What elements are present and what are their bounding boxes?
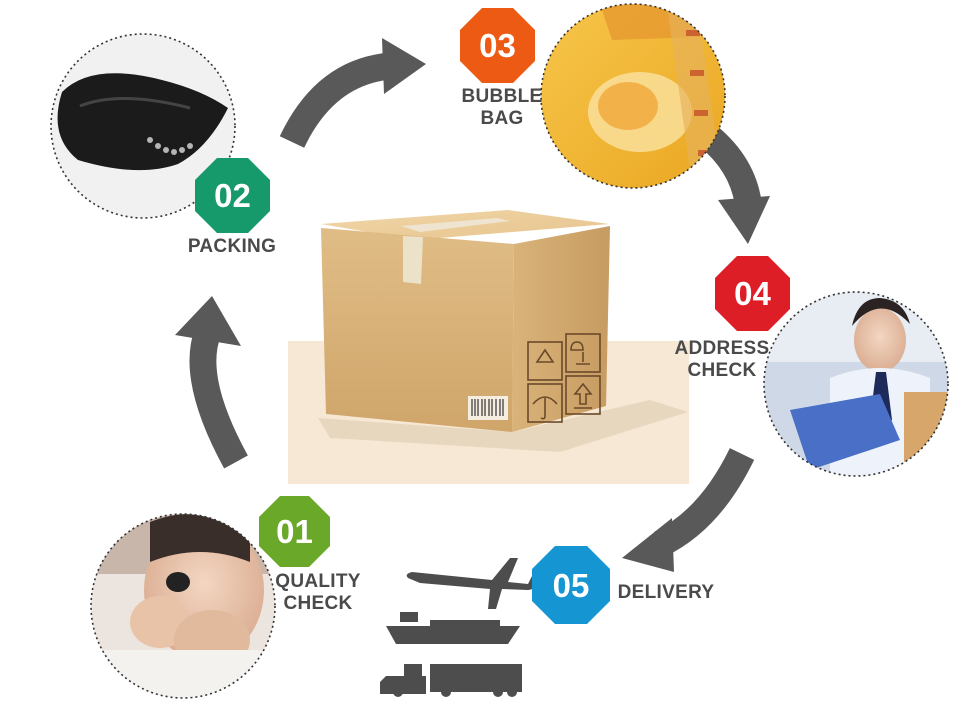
- center-box-illustration: [288, 210, 689, 484]
- step-label-02: PACKING: [187, 236, 277, 257]
- arrow-01-to-02: [175, 296, 248, 469]
- photo-address-check: [763, 291, 949, 477]
- barcode-label: [468, 396, 508, 420]
- flow-arrows: [175, 38, 770, 572]
- step-label-05: DELIVERY: [617, 582, 715, 603]
- airplane-icon: [406, 558, 538, 609]
- step-badge-04: 04: [715, 256, 790, 331]
- step-number-05: 05: [553, 567, 590, 604]
- step-number-01: 01: [276, 513, 313, 550]
- arrow-03-to-04: [699, 125, 770, 244]
- step-number-02: 02: [214, 177, 251, 214]
- photo-packing: [50, 33, 236, 219]
- box-handling-symbols: [527, 333, 601, 423]
- step-badge-02: 02: [195, 158, 270, 233]
- step-badge-03: 03: [460, 8, 535, 83]
- arrow-02-to-03: [279, 38, 426, 148]
- photo-bubble-bag: [540, 3, 726, 189]
- step-number-03: 03: [479, 27, 516, 64]
- photo-quality-check: [90, 513, 276, 699]
- arrow-04-to-05: [622, 447, 755, 572]
- truck-icon: [380, 664, 522, 697]
- step-number-04: 04: [734, 275, 771, 312]
- cargo-ship-icon: [386, 612, 520, 644]
- step-badge-01: 01: [259, 496, 330, 567]
- step-badge-05: 05: [532, 546, 610, 624]
- badge-octagon-01: [259, 496, 330, 567]
